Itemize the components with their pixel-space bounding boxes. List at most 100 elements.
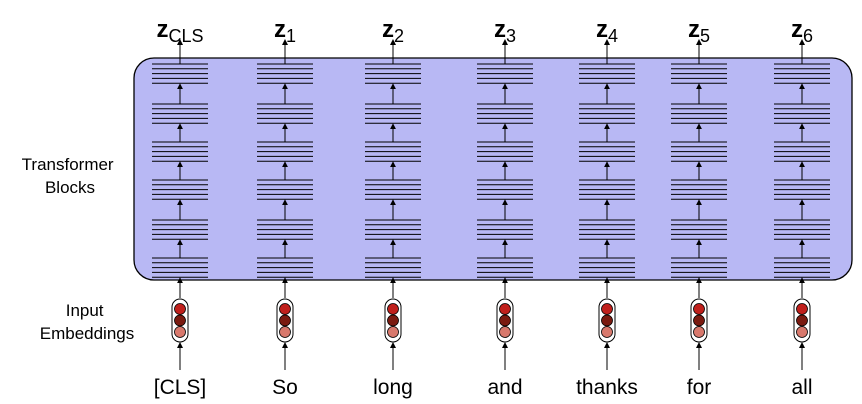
embedding-label-line-2: Embeddings — [40, 324, 135, 343]
embedding-label-line-1: Input — [66, 301, 104, 320]
token-label: long — [373, 376, 413, 399]
transformer-block — [579, 257, 635, 278]
transformer-block — [671, 179, 727, 200]
embedding-cell — [499, 314, 511, 327]
output-subscript: 5 — [700, 26, 710, 46]
transformer-block — [477, 141, 533, 162]
embedding-cell — [796, 303, 808, 315]
output-label: z1 — [274, 16, 296, 46]
transformer-block — [365, 257, 421, 278]
embedding-cell — [387, 314, 399, 327]
output-subscript: 3 — [506, 26, 516, 46]
token-label: for — [687, 376, 712, 399]
transformer-block — [365, 141, 421, 162]
transformer-block — [477, 219, 533, 240]
transformer-block — [257, 141, 313, 162]
output-base: z — [156, 16, 168, 43]
transformer-block — [152, 141, 208, 162]
output-base: z — [688, 16, 700, 43]
embedding-cell — [693, 303, 705, 315]
embedding-cell — [279, 326, 291, 338]
transformer-block — [257, 257, 313, 278]
transformer-block — [477, 63, 533, 84]
output-base: z — [274, 16, 286, 43]
transformer-block — [774, 257, 830, 278]
transformer-block — [579, 63, 635, 84]
embedding-cell — [174, 314, 186, 327]
transformer-block — [671, 257, 727, 278]
token-label: So — [272, 376, 298, 399]
transformer-block — [774, 103, 830, 124]
embedding-cell — [693, 314, 705, 327]
transformer-block — [257, 103, 313, 124]
transformer-block — [774, 219, 830, 240]
transformer-block — [152, 103, 208, 124]
output-label: z2 — [382, 16, 404, 46]
token-column: all z6 — [774, 16, 830, 399]
transformer-block — [257, 63, 313, 84]
columns-layer: [CLS]zCLSSoz1longz2andz3thanksz4forz5all… — [152, 16, 830, 399]
token-label: thanks — [576, 376, 638, 399]
output-base: z — [596, 16, 608, 43]
token-label: [CLS] — [154, 376, 207, 399]
embedding-vector — [276, 298, 294, 343]
transformer-block — [152, 257, 208, 278]
transformer-block — [152, 179, 208, 200]
embedding-vector — [496, 298, 514, 343]
transformer-panel — [133, 57, 853, 281]
output-label: z3 — [494, 16, 516, 46]
output-label: z4 — [596, 16, 618, 46]
embedding-cell — [279, 314, 291, 327]
embedding-cell — [601, 326, 613, 338]
embedding-vector — [598, 298, 616, 343]
transformer-block — [365, 179, 421, 200]
output-subscript: 6 — [803, 26, 813, 46]
embedding-cell — [387, 303, 399, 315]
output-label: z6 — [791, 16, 813, 46]
token-label: and — [487, 376, 522, 399]
transformer-block — [477, 103, 533, 124]
embedding-vector — [690, 298, 708, 343]
transformer-block — [671, 141, 727, 162]
embedding-cell — [499, 303, 511, 315]
transformer-label-line-1: Transformer — [22, 155, 114, 174]
transformer-block — [671, 63, 727, 84]
embedding-vector — [793, 298, 811, 343]
transformer-block — [671, 219, 727, 240]
output-base: z — [494, 16, 506, 43]
transformer-block — [477, 179, 533, 200]
transformer-block — [365, 219, 421, 240]
token-label: all — [791, 376, 812, 399]
embedding-vector — [384, 298, 402, 343]
embedding-cell — [387, 326, 399, 338]
transformer-block — [579, 103, 635, 124]
transformer-block — [365, 63, 421, 84]
transformer-block — [579, 141, 635, 162]
token-column: long z2 — [365, 16, 421, 399]
output-subscript: 4 — [608, 26, 618, 46]
transformer-block — [774, 179, 830, 200]
transformer-block — [365, 103, 421, 124]
output-subscript: 1 — [286, 26, 296, 46]
embedding-cell — [499, 326, 511, 338]
embedding-label: Input Embeddings — [40, 301, 135, 343]
output-base: z — [382, 16, 394, 43]
transformer-block — [774, 63, 830, 84]
embedding-cell — [174, 303, 186, 315]
transformer-block — [257, 179, 313, 200]
embedding-cell — [693, 326, 705, 338]
output-subscript: 2 — [394, 26, 404, 46]
transformer-block — [671, 103, 727, 124]
output-subscript: CLS — [168, 26, 203, 46]
transformer-block — [579, 179, 635, 200]
transformer-block — [257, 219, 313, 240]
embedding-cell — [174, 326, 186, 338]
transformer-block — [579, 219, 635, 240]
embedding-cell — [796, 314, 808, 327]
token-column: and z3 — [477, 16, 533, 399]
embedding-vector — [171, 298, 189, 343]
token-column: [CLS] zCLS — [152, 16, 208, 399]
output-label: z5 — [688, 16, 710, 46]
embedding-cell — [279, 303, 291, 315]
